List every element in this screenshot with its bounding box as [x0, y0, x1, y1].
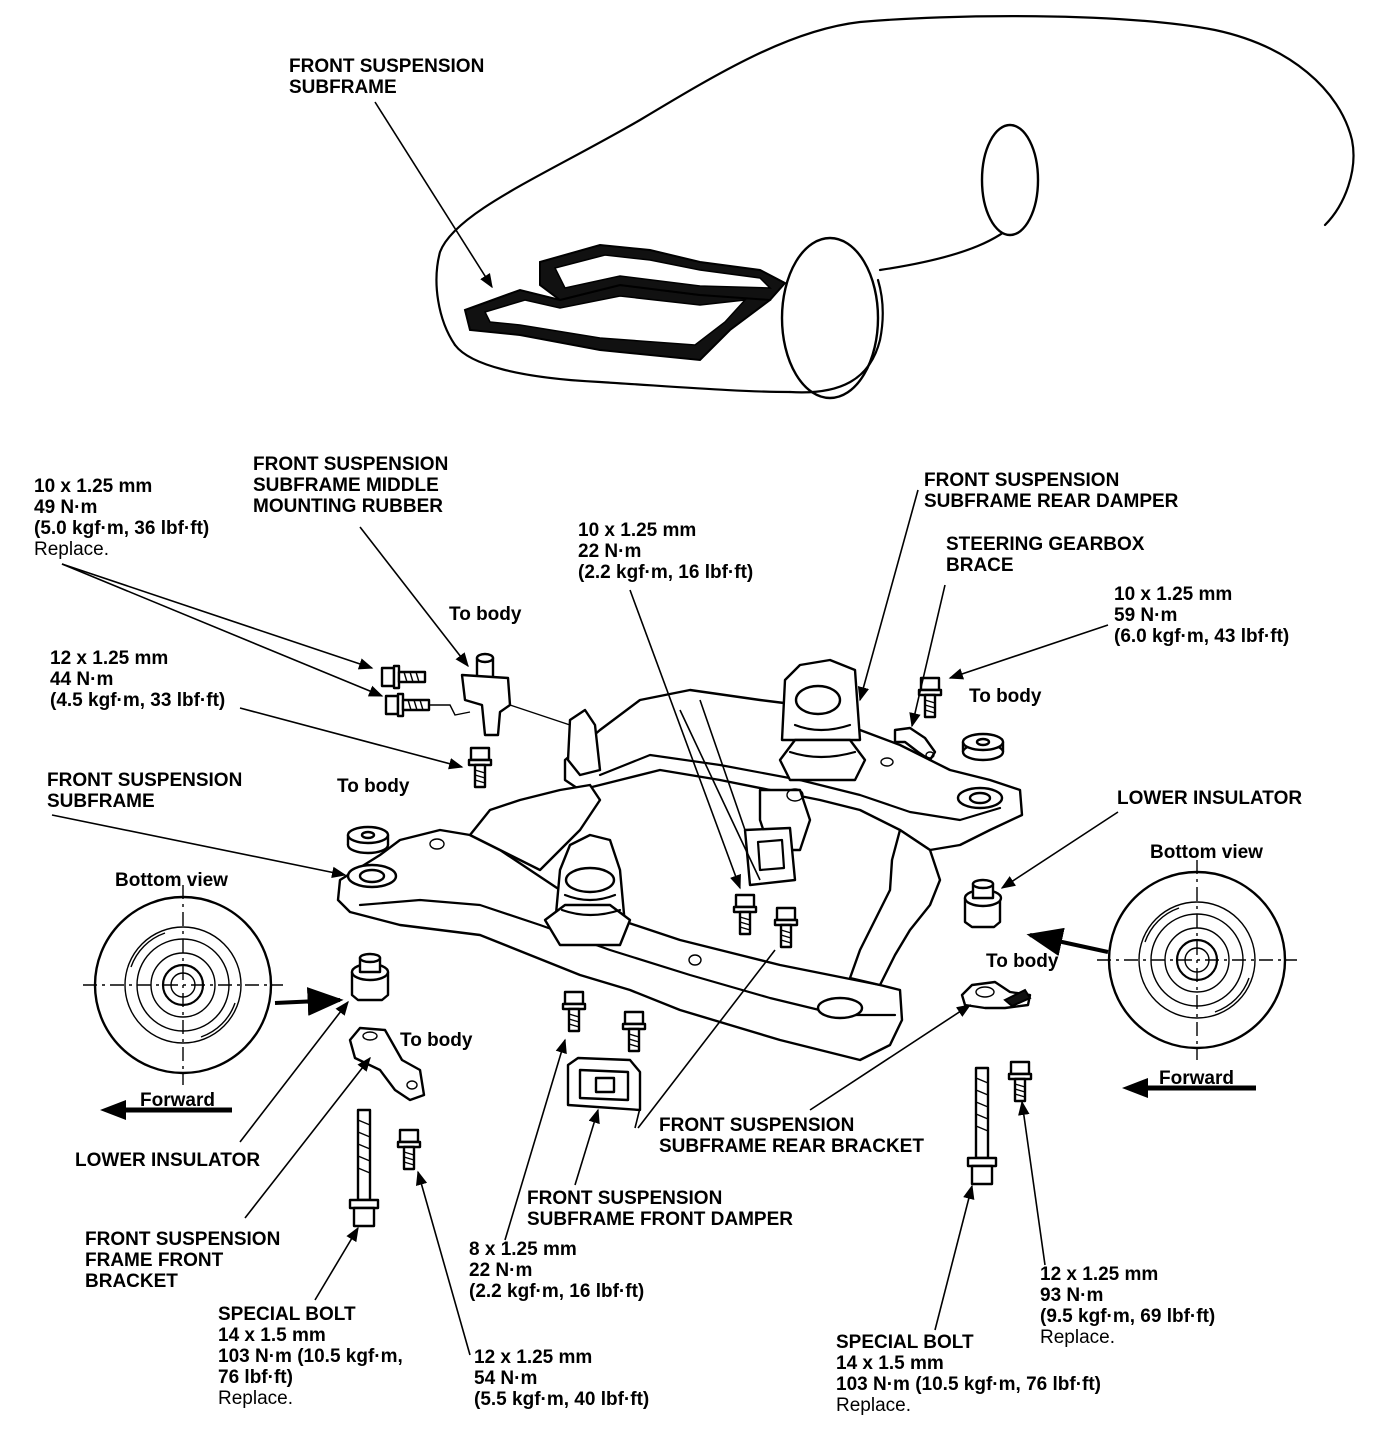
car-subframe-leader — [374, 101, 493, 289]
leader-lines — [51, 489, 1119, 1356]
label-forward-left: Forward — [140, 1090, 215, 1111]
bolt-12x1.25-54 — [396, 1128, 422, 1171]
car-body-outline — [435, 15, 1355, 400]
label-bottom-view-right: Bottom view — [1150, 842, 1263, 863]
label-to-body-front-left: To body — [400, 1030, 473, 1051]
bottom-view-right-insulator — [1095, 858, 1299, 1062]
middle-mounting-rubber — [460, 652, 512, 737]
special-bolt-right — [966, 1066, 998, 1186]
label-to-body-middle: To body — [449, 604, 522, 625]
label-to-body-right: To body — [969, 686, 1042, 707]
subframe — [336, 658, 1024, 1062]
upper-insulator-right — [961, 732, 1005, 762]
rear-bracket — [960, 980, 1032, 1010]
bolt-10x1.25-upper — [380, 664, 427, 690]
lower-insulator-right — [963, 878, 1003, 929]
bolt-12x1.25-44 — [384, 692, 431, 718]
bolt-12x1.25-93 — [1007, 1060, 1033, 1103]
frame-front-bracket — [348, 1026, 426, 1102]
front-damper-bolt-b — [621, 1010, 647, 1053]
middle-mount-lower-bolt — [467, 746, 493, 789]
bottom-view-left-insulator — [81, 883, 285, 1087]
front-damper — [566, 1056, 642, 1112]
label-to-body-left: To body — [337, 776, 410, 797]
special-bolt-left — [348, 1108, 380, 1228]
lower-insulator-left — [350, 952, 390, 1002]
bottom-view-left-arrow — [274, 987, 344, 1016]
car-subframe-silhouette — [463, 243, 787, 362]
label-to-body-rear-right: To body — [986, 951, 1059, 972]
upper-insulator-left — [346, 825, 390, 855]
forward-arrow-left-icon — [100, 1100, 232, 1120]
label-lower-insulator-right: LOWER INSULATOR — [1117, 788, 1303, 809]
rear-damper-bolt-a — [732, 893, 758, 936]
label-forward-right: Forward — [1159, 1068, 1234, 1089]
label-lower-insulator-left: LOWER INSULATOR — [75, 1150, 261, 1171]
steering-gearbox-brace — [893, 726, 937, 762]
rear-damper-bolt-b — [773, 906, 799, 949]
forward-arrow-right-icon — [1122, 1078, 1256, 1098]
bottom-view-right-arrow — [1026, 927, 1109, 956]
front-damper-bolt-a — [561, 990, 587, 1033]
label-bottom-view-left: Bottom view — [115, 870, 228, 891]
